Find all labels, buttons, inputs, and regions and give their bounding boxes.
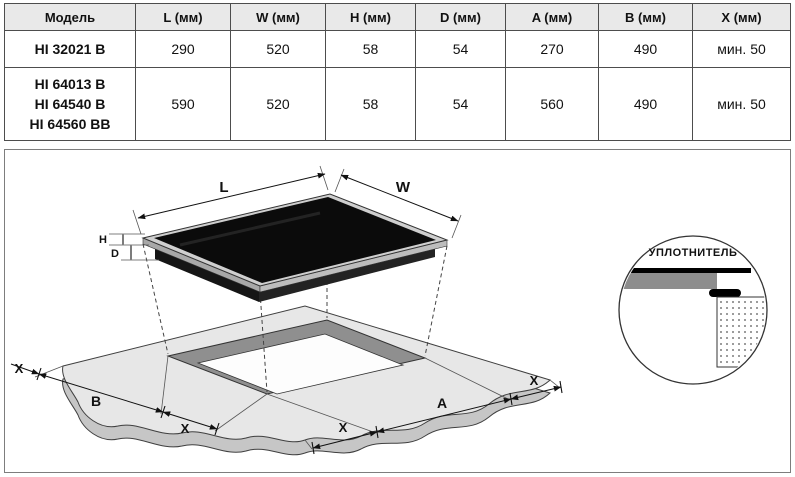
hob-dimensions: L W H D bbox=[99, 165, 462, 261]
value-cell: 560 bbox=[505, 67, 599, 141]
column-header-l: L (мм) bbox=[135, 3, 231, 31]
table-row: HI 32021 B 290 520 58 54 270 490 мин. 50 bbox=[4, 30, 791, 68]
dim-label-x-right: X bbox=[530, 373, 539, 388]
countertop-dimensions: X B X X A X bbox=[10, 355, 563, 455]
value-cell: мин. 50 bbox=[692, 67, 791, 141]
value-cell: 58 bbox=[325, 67, 416, 141]
cutout bbox=[166, 319, 427, 395]
dim-label-d: D bbox=[111, 248, 119, 260]
seal-detail-circle: УПЛОТНИТЕЛЬ bbox=[618, 235, 768, 385]
model-name: HI 64540 B bbox=[34, 95, 106, 112]
table-row: HI 64013 B HI 64540 B HI 64560 BB 590 52… bbox=[4, 67, 791, 141]
seal-label: УПЛОТНИТЕЛЬ bbox=[649, 247, 738, 259]
column-header-h: H (мм) bbox=[325, 3, 416, 31]
model-cell: HI 32021 B bbox=[4, 30, 136, 68]
column-header-x: X (мм) bbox=[692, 3, 791, 31]
dim-label-x-left: X bbox=[15, 361, 24, 376]
value-cell: 54 bbox=[415, 30, 506, 68]
dim-label-h: H bbox=[99, 234, 107, 246]
value-cell: 58 bbox=[325, 30, 416, 68]
dim-label-l: L bbox=[219, 179, 228, 196]
column-header-d: D (мм) bbox=[415, 3, 506, 31]
model-name: HI 32021 B bbox=[34, 40, 106, 57]
value-cell: 590 bbox=[135, 67, 231, 141]
column-header-b: B (мм) bbox=[598, 3, 693, 31]
column-header-a: A (мм) bbox=[505, 3, 599, 31]
spec-table: Модель L (мм) W (мм) H (мм) D (мм) A (мм… bbox=[4, 3, 791, 141]
model-name: HI 64013 B bbox=[34, 75, 106, 92]
dim-label-x-front-right: X bbox=[339, 420, 348, 435]
value-cell: 54 bbox=[415, 67, 506, 141]
dim-label-x-front-left: X bbox=[181, 421, 190, 436]
value-cell: 520 bbox=[230, 30, 326, 68]
countertop bbox=[62, 305, 551, 456]
dim-label-a: A bbox=[437, 395, 447, 411]
value-cell: 290 bbox=[135, 30, 231, 68]
column-header-w: W (мм) bbox=[230, 3, 326, 31]
value-cell: 490 bbox=[598, 67, 693, 141]
installation-diagram: X B X X A X bbox=[4, 149, 791, 473]
dim-label-w: W bbox=[396, 179, 411, 196]
model-cell: HI 64013 B HI 64540 B HI 64560 BB bbox=[4, 67, 136, 141]
value-cell: мин. 50 bbox=[692, 30, 791, 68]
column-header-model: Модель bbox=[4, 3, 136, 31]
value-cell: 270 bbox=[505, 30, 599, 68]
value-cell: 520 bbox=[230, 67, 326, 141]
model-name: HI 64560 BB bbox=[29, 116, 111, 133]
seal-gasket bbox=[709, 289, 741, 297]
hob-top-view bbox=[141, 193, 449, 302]
value-cell: 490 bbox=[598, 30, 693, 68]
dim-label-b: B bbox=[91, 393, 101, 409]
table-header-row: Модель L (мм) W (мм) H (мм) D (мм) A (мм… bbox=[4, 3, 791, 31]
diagram-svg: X B X X A X bbox=[10, 165, 768, 456]
